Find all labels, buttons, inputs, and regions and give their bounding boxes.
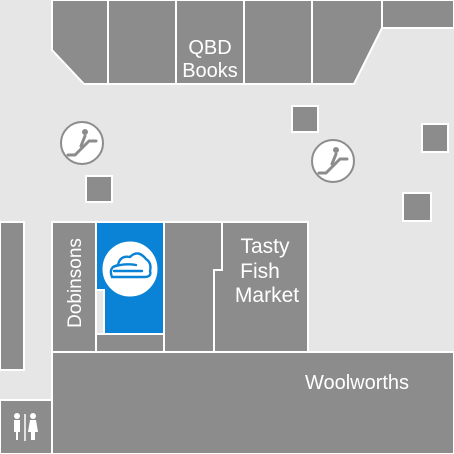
store-top-2[interactable] (107, 0, 177, 85)
label-qbd-line1: QBD (188, 37, 231, 59)
restroom-icon[interactable] (6, 408, 44, 444)
kiosk-4[interactable] (402, 192, 432, 222)
label-tasty-line1: Tasty (240, 235, 290, 258)
kiosk-1[interactable] (291, 105, 319, 133)
store-top-4[interactable] (243, 0, 313, 85)
escalator-icon[interactable] (60, 121, 104, 165)
store-top-6[interactable] (381, 0, 454, 29)
escalator-icon[interactable] (311, 139, 355, 183)
kiosk-2[interactable] (421, 123, 449, 153)
label-tasty-line3: Market (235, 284, 299, 307)
top-store-row (51, 0, 454, 85)
store-top-5[interactable] (311, 0, 383, 85)
store-left-edge[interactable] (0, 221, 25, 371)
store-woolworths[interactable] (51, 351, 454, 454)
store-under-highlight[interactable] (95, 333, 165, 353)
store-dobinsons[interactable] (51, 221, 97, 353)
label-tasty-line2: Fish (240, 260, 280, 283)
kiosk-3[interactable] (85, 175, 113, 203)
label-woolworths: Woolworths (305, 372, 409, 394)
label-qbd-line2: Books (182, 60, 238, 82)
store-top-1[interactable] (51, 0, 109, 85)
label-dobinsons: Dobinsons (65, 238, 86, 328)
cloud-logo-icon[interactable] (102, 241, 158, 297)
